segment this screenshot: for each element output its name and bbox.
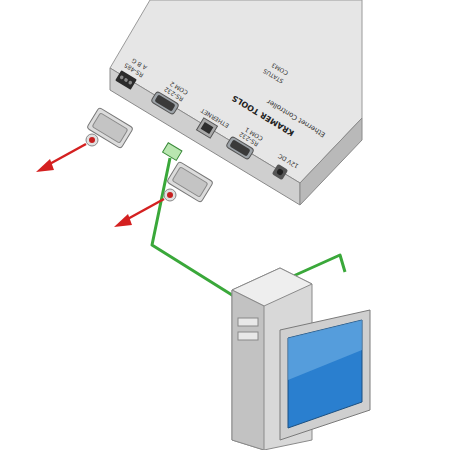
ports bbox=[115, 70, 288, 180]
computer bbox=[232, 268, 370, 450]
device-front bbox=[110, 68, 300, 205]
db9-plug bbox=[36, 107, 133, 172]
device-side bbox=[300, 118, 362, 205]
rj45-plug bbox=[163, 143, 182, 161]
db9-plug bbox=[114, 161, 213, 227]
network-cable bbox=[152, 158, 345, 300]
